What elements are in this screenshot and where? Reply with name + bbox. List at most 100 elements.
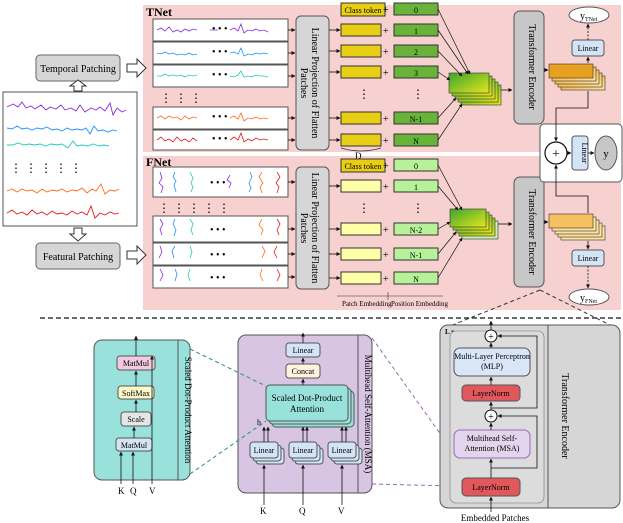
svg-text:⋮: ⋮ xyxy=(412,201,424,215)
patch-embedding-label: Patch Embedding xyxy=(342,300,392,308)
svg-text:+: + xyxy=(383,47,389,58)
encoder-mlp xyxy=(453,347,531,377)
svg-text:+: + xyxy=(383,250,389,261)
encoder-lx: L x xyxy=(445,328,455,336)
featural-patching-label: Featural Patching xyxy=(43,252,113,263)
msa-h-label: h xyxy=(257,418,261,427)
fusion-output-label: y xyxy=(603,148,609,160)
tnet-linear-label: Linear xyxy=(578,44,599,53)
tnet-patches: • • • • • • • • • • • • • • • ⋮ ⋮ ⋮ xyxy=(152,18,289,151)
msa-concat-label: Concat xyxy=(292,367,315,376)
encoder-mlp-label: Multi-Layer Perceptron(MLP) xyxy=(454,352,530,371)
tnet-title: TNet xyxy=(146,5,172,19)
tnet-orange-stack xyxy=(548,63,606,91)
tnet-projection-label: Linear Projection of FlattenPatches xyxy=(298,28,320,139)
fnet-patch xyxy=(152,215,289,243)
patch-embedding xyxy=(340,23,382,37)
series-lines xyxy=(6,101,127,219)
fnet-green-stack xyxy=(449,208,499,240)
position-label: N-1 xyxy=(410,115,422,124)
svg-text:+: + xyxy=(383,114,389,125)
patch-embedding xyxy=(340,44,382,58)
svg-text:Linear: Linear xyxy=(254,446,275,455)
svg-text:⋮ ⋮ ⋮: ⋮ ⋮ ⋮ xyxy=(160,91,202,105)
svg-text:⋮: ⋮ xyxy=(412,87,424,101)
fnet-orange-stack xyxy=(548,213,606,241)
svg-text:• • •: • • • xyxy=(212,134,228,145)
svg-text:+: + xyxy=(383,68,389,79)
sdpa-input-q: Q xyxy=(130,486,137,496)
fnet-projection-box xyxy=(295,166,330,290)
fnet-class-token-label: Class token xyxy=(344,162,381,171)
svg-text:+: + xyxy=(552,147,560,162)
sdpa-input-k: K xyxy=(118,486,125,496)
tnet-class-token-label: Class token xyxy=(344,6,381,15)
class-token xyxy=(340,2,386,17)
position-label: N-1 xyxy=(410,251,422,260)
tnet-projection-box xyxy=(295,15,330,151)
position-label: N xyxy=(413,275,419,284)
patch-embedding xyxy=(340,247,382,261)
patch-embedding xyxy=(340,222,382,236)
sdpa-arrows xyxy=(119,335,154,484)
msa-arrows xyxy=(262,332,348,505)
sdpa-input-v: V xyxy=(149,486,156,496)
patch-embedding xyxy=(340,271,382,285)
svg-text:+: + xyxy=(383,225,389,236)
msa-linear-top-label: Linear xyxy=(293,346,314,355)
msa-input-k: K xyxy=(260,506,267,516)
fusion-output xyxy=(594,135,618,171)
sdpa-softmax-label: SoftMax xyxy=(122,389,150,398)
svg-text:• • •: • • • xyxy=(210,178,226,189)
svg-text:• • •: • • • xyxy=(210,225,226,236)
svg-text:⋮: ⋮ xyxy=(358,87,370,101)
tnet-encoder-label: Transformer Encoder xyxy=(526,24,537,110)
encoder-layernorm-bottom-label: LayerNorm xyxy=(472,483,510,492)
fnet-encoder xyxy=(513,176,545,288)
fusion-linear-label: Linear xyxy=(580,143,589,164)
multivariate-series-box xyxy=(2,91,138,227)
sdpa-matmul-bottom-label: MatMul xyxy=(121,441,148,450)
encoder-msa-label: Multihead Self-Attention (MSA) xyxy=(465,434,520,453)
tnet-green-stack xyxy=(448,72,502,106)
fnet-output xyxy=(568,288,610,306)
position-embedding-label: Position Embedding xyxy=(391,300,448,308)
encoder-layernorm-top-label: LayerNorm xyxy=(472,389,510,398)
position-label: 1 xyxy=(414,27,418,36)
featural-patching-box xyxy=(35,242,121,270)
series-blue xyxy=(6,125,118,135)
svg-text:Linear: Linear xyxy=(293,446,314,455)
svg-text:⋮: ⋮ xyxy=(358,201,370,215)
position-label: 0 xyxy=(414,162,418,171)
zoom-connectors xyxy=(189,289,621,487)
position-label: 1 xyxy=(414,183,418,192)
patch-embedding xyxy=(340,179,382,193)
patch-embedding xyxy=(340,65,382,79)
svg-text:• • •: • • • xyxy=(212,47,228,58)
svg-text:+: + xyxy=(488,332,494,343)
fnet-title: FNet xyxy=(146,155,171,169)
position-label: 2 xyxy=(414,48,418,57)
patch-embedding xyxy=(340,111,382,125)
svg-text:Linear: Linear xyxy=(332,446,353,455)
class-token xyxy=(340,158,386,173)
series-ellipsis-v: ⋮ ⋮ ⋮ ⋮ ⋮ xyxy=(10,161,82,175)
temporal-patching-label: Temporal Patching xyxy=(40,64,116,75)
d-dimension-label: D xyxy=(355,151,362,161)
fnet-proj-arrows xyxy=(329,184,341,280)
position-label: 3 xyxy=(414,69,418,78)
svg-text:+: + xyxy=(383,182,389,193)
fnet-output-label: yFNet xyxy=(580,293,597,305)
up-hollow-arrow xyxy=(68,79,88,92)
tnet-proj-arrows xyxy=(329,28,341,142)
sdpa-title: Scaled Dot-Product Attention xyxy=(183,357,193,464)
svg-text:+: + xyxy=(383,136,389,147)
patch-embedding xyxy=(340,133,382,147)
svg-text:• • •: • • • xyxy=(210,273,226,284)
right-hollow-arrow-f xyxy=(126,244,147,266)
msa-input-q: Q xyxy=(299,506,306,516)
svg-text:• • •: • • • xyxy=(212,24,228,35)
sdpa-matmul-top-label: MatMul xyxy=(123,359,150,368)
svg-text:+: + xyxy=(383,5,389,16)
